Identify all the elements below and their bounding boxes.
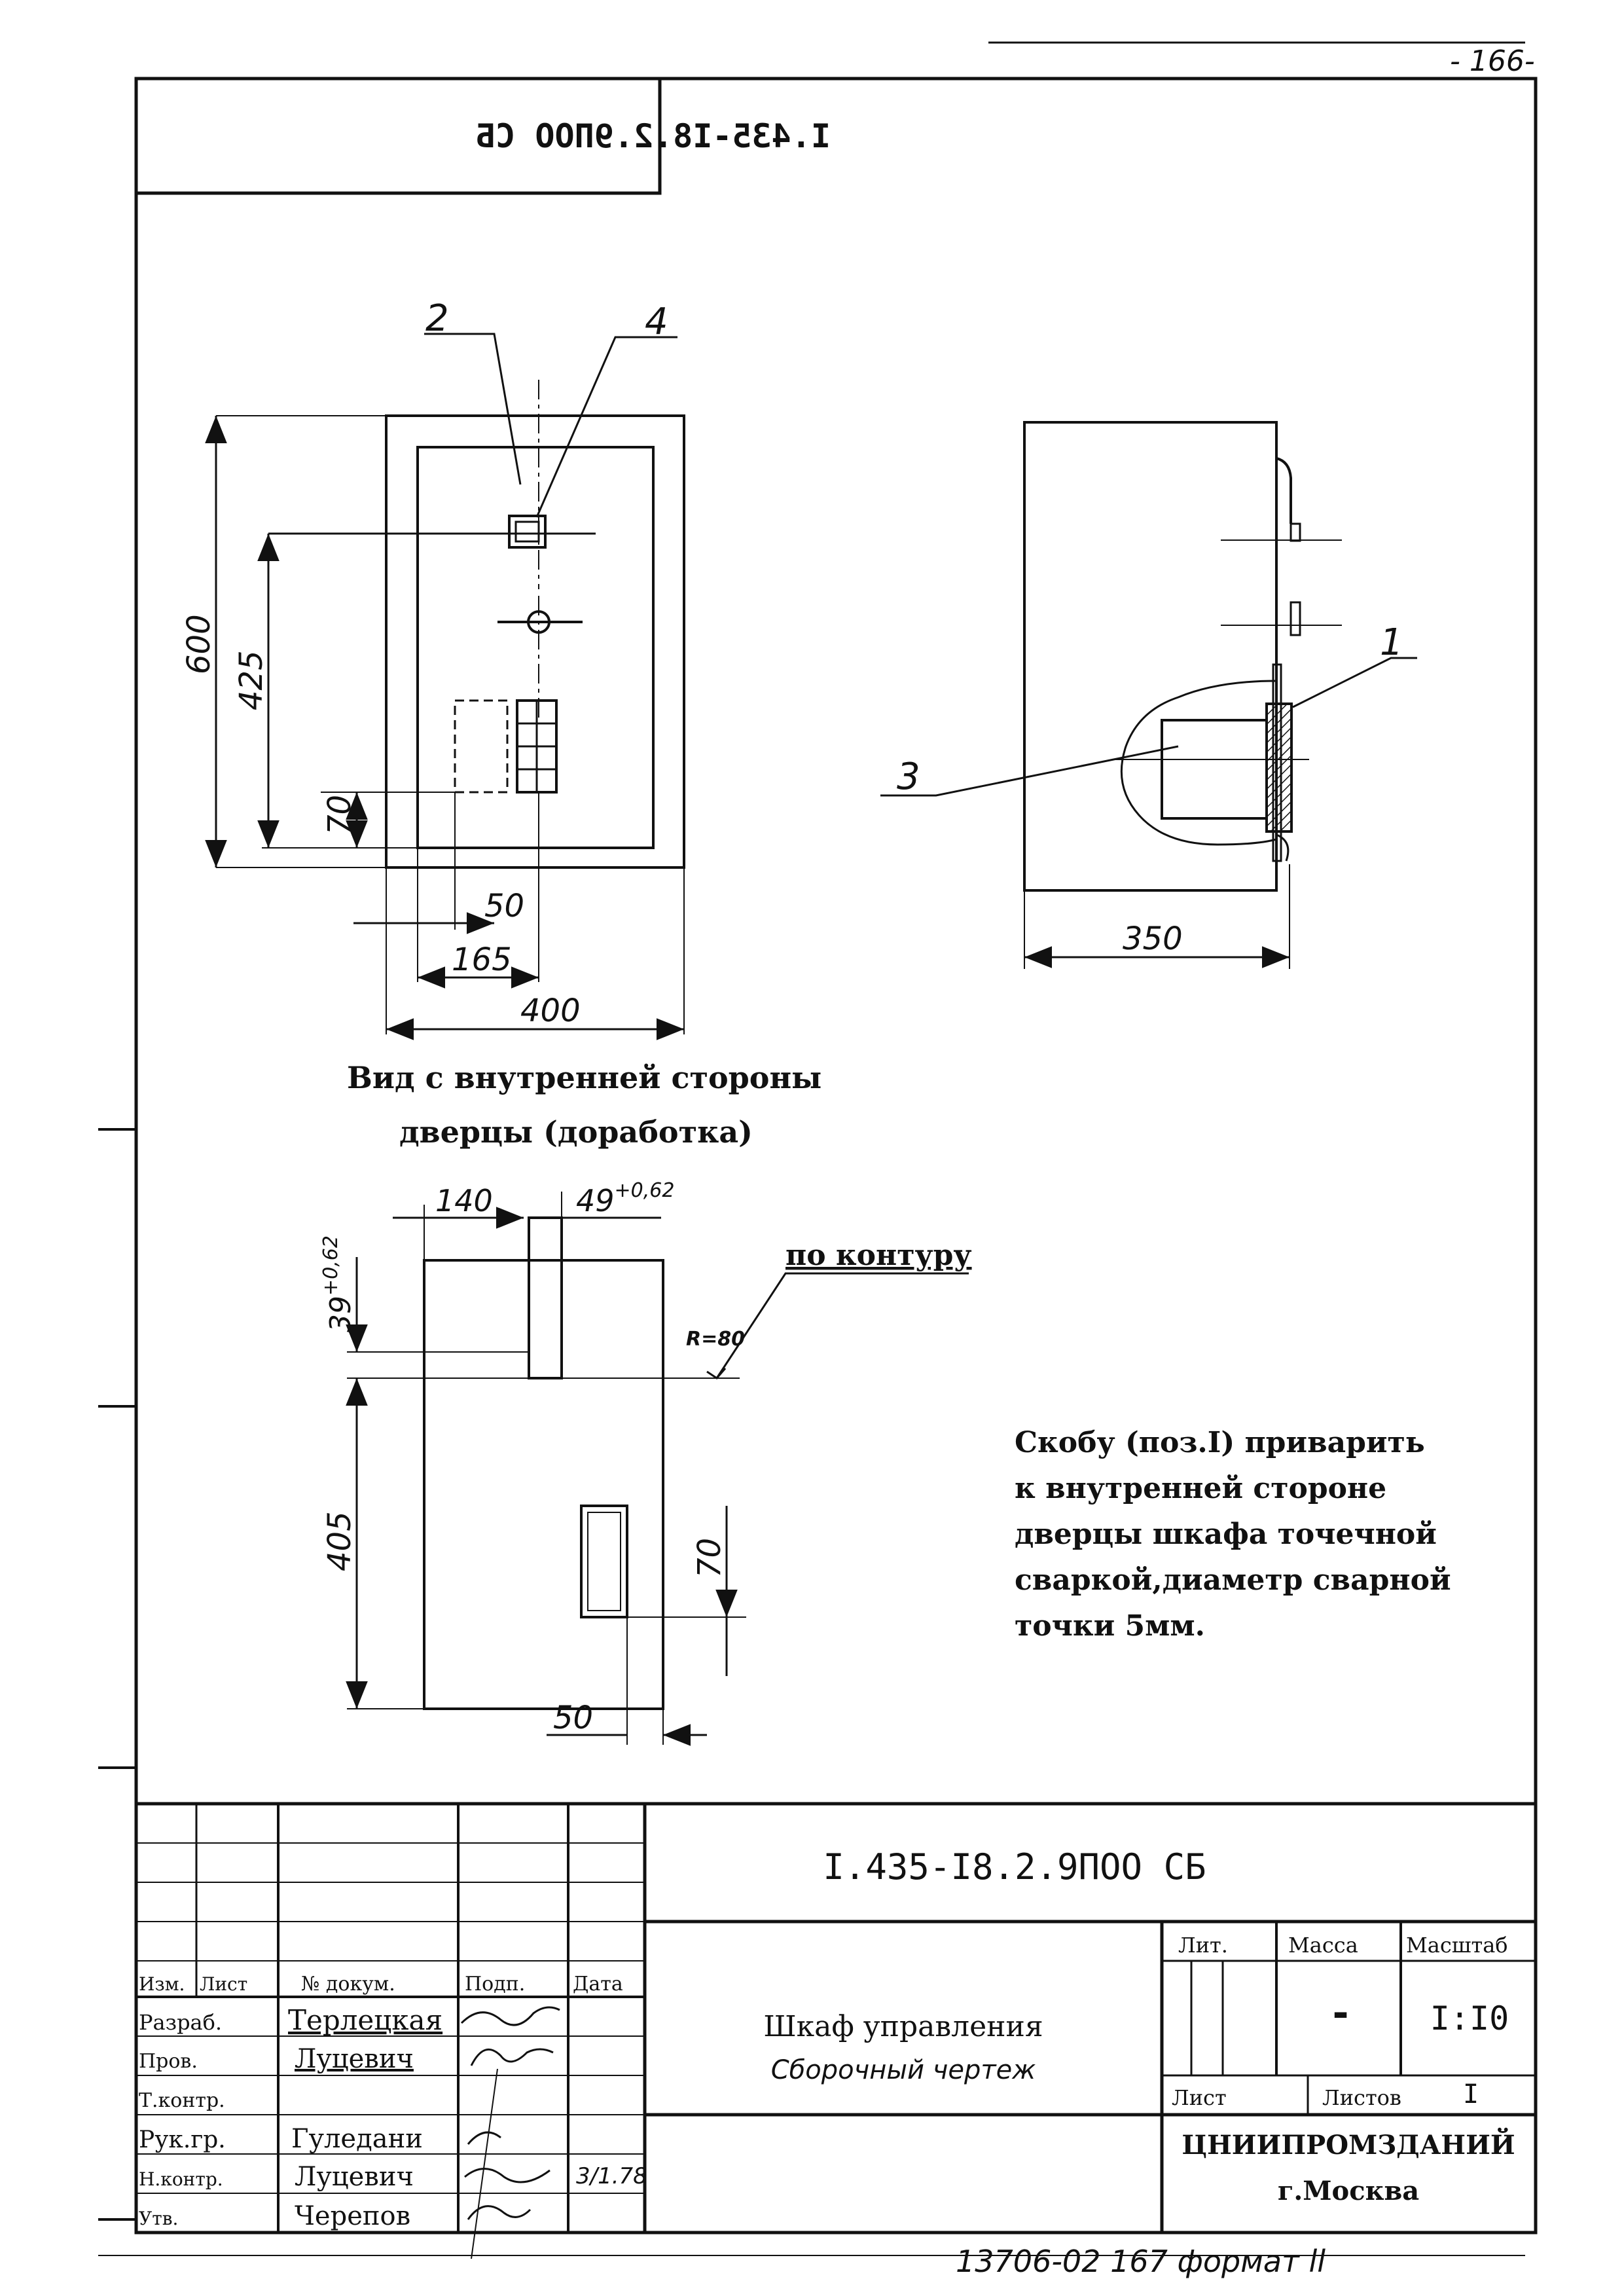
- door-view-title-1: Вид с внутренней стороны: [347, 1060, 821, 1095]
- dim-49-label: 49+0,62: [576, 1179, 674, 1218]
- role-label: Рук.гр.: [139, 2126, 226, 2153]
- note-line: точки 5мм.: [1015, 1609, 1205, 1643]
- org-city: г.Москва: [1278, 2176, 1419, 2206]
- page-number: - 166-: [1450, 45, 1535, 78]
- role-label: Н.контр.: [139, 2168, 223, 2190]
- dim-70-label: 70: [321, 795, 358, 835]
- front-view: [205, 333, 685, 1040]
- person-name: Терлецкая: [288, 2004, 442, 2036]
- scale-label: Масштаб: [1406, 1933, 1508, 1958]
- role-label: Пров.: [139, 2050, 198, 2073]
- welding-note: Скобу (поз.I) приварить к внутренней сто…: [1015, 1426, 1451, 1643]
- mass-value: -: [1329, 1990, 1352, 2036]
- mass-label: Масса: [1288, 1933, 1358, 1958]
- title-block-doc-code: I.435-I8.2.9ПОО СБ: [823, 1846, 1206, 1888]
- org-name: ЦНИИПРОМЗДАНИЙ: [1182, 2128, 1515, 2161]
- door-view: [346, 1192, 969, 1746]
- person-name: Гуледани: [291, 2124, 423, 2154]
- note-line: Скобу (поз.I) приварить: [1015, 1426, 1425, 1459]
- header-izm: Изм.: [139, 1973, 185, 1995]
- header-doc: № докум.: [301, 1973, 395, 1996]
- header-list: Лист: [200, 1973, 247, 1995]
- dim-50-label: 50: [484, 888, 524, 924]
- note-line: к внутренней стороне: [1015, 1472, 1386, 1505]
- dim-405-label: 405: [321, 1511, 358, 1571]
- lit-label: Лит.: [1178, 1933, 1228, 1958]
- side-pos-1: 1: [1380, 621, 1403, 664]
- person-name: Луцевич: [295, 2044, 414, 2074]
- mirrored-doc-code: I.435-I8.2.9ПОО СБ: [476, 117, 831, 155]
- role-label: Т.контр.: [139, 2089, 225, 2112]
- door-dim-70-label: 70: [691, 1538, 728, 1578]
- product-name: Шкаф управления: [763, 2010, 1043, 2043]
- approval-date: 3/1.78: [576, 2163, 647, 2189]
- sheets-label: Листов: [1322, 2085, 1401, 2110]
- front-pos-2: 2: [425, 297, 449, 340]
- person-name: Черепов: [295, 2201, 410, 2231]
- header-sign: Подп.: [465, 1973, 525, 1996]
- dim-425-label: 425: [233, 650, 270, 710]
- note-line: дверцы шкафа точечной: [1015, 1518, 1437, 1551]
- bottom-handwritten-note: 13706-02 167 формат ll: [956, 2244, 1326, 2279]
- sheet-label: Лист: [1172, 2085, 1227, 2110]
- header-date: Дата: [573, 1973, 623, 1996]
- sheet-frame: [98, 41, 1538, 2256]
- door-dim-50-label: 50: [553, 1700, 593, 1736]
- dim-165-label: 165: [452, 941, 512, 978]
- scale-value: I:I0: [1430, 1999, 1509, 2037]
- dim-400-label: 400: [520, 993, 581, 1029]
- radius-label: R=80: [686, 1328, 745, 1351]
- side-pos-3: 3: [897, 756, 920, 798]
- mirrored-code-box: I.435-I8.2.9ПОО СБ: [134, 77, 831, 195]
- dim-39-label: 39+0,62: [319, 1235, 357, 1332]
- dim-140-label: 140: [435, 1183, 493, 1218]
- contour-label: по контуру: [785, 1239, 972, 1272]
- person-name: Луцевич: [295, 2162, 414, 2192]
- sheets-value: I: [1463, 2079, 1479, 2109]
- door-view-title-2: дверцы (доработка): [399, 1114, 753, 1150]
- title-block: [136, 1802, 1536, 2259]
- dim-350-label: 350: [1123, 921, 1183, 957]
- drawing-type: Сборочный чертеж: [771, 2055, 1036, 2085]
- note-line: сваркой,диаметр сварной: [1015, 1563, 1451, 1597]
- role-label: Утв.: [139, 2208, 178, 2229]
- dim-600-label: 600: [181, 614, 217, 674]
- side-view: [880, 421, 1417, 969]
- front-pos-4: 4: [645, 301, 668, 343]
- role-label: Разраб.: [139, 2010, 222, 2035]
